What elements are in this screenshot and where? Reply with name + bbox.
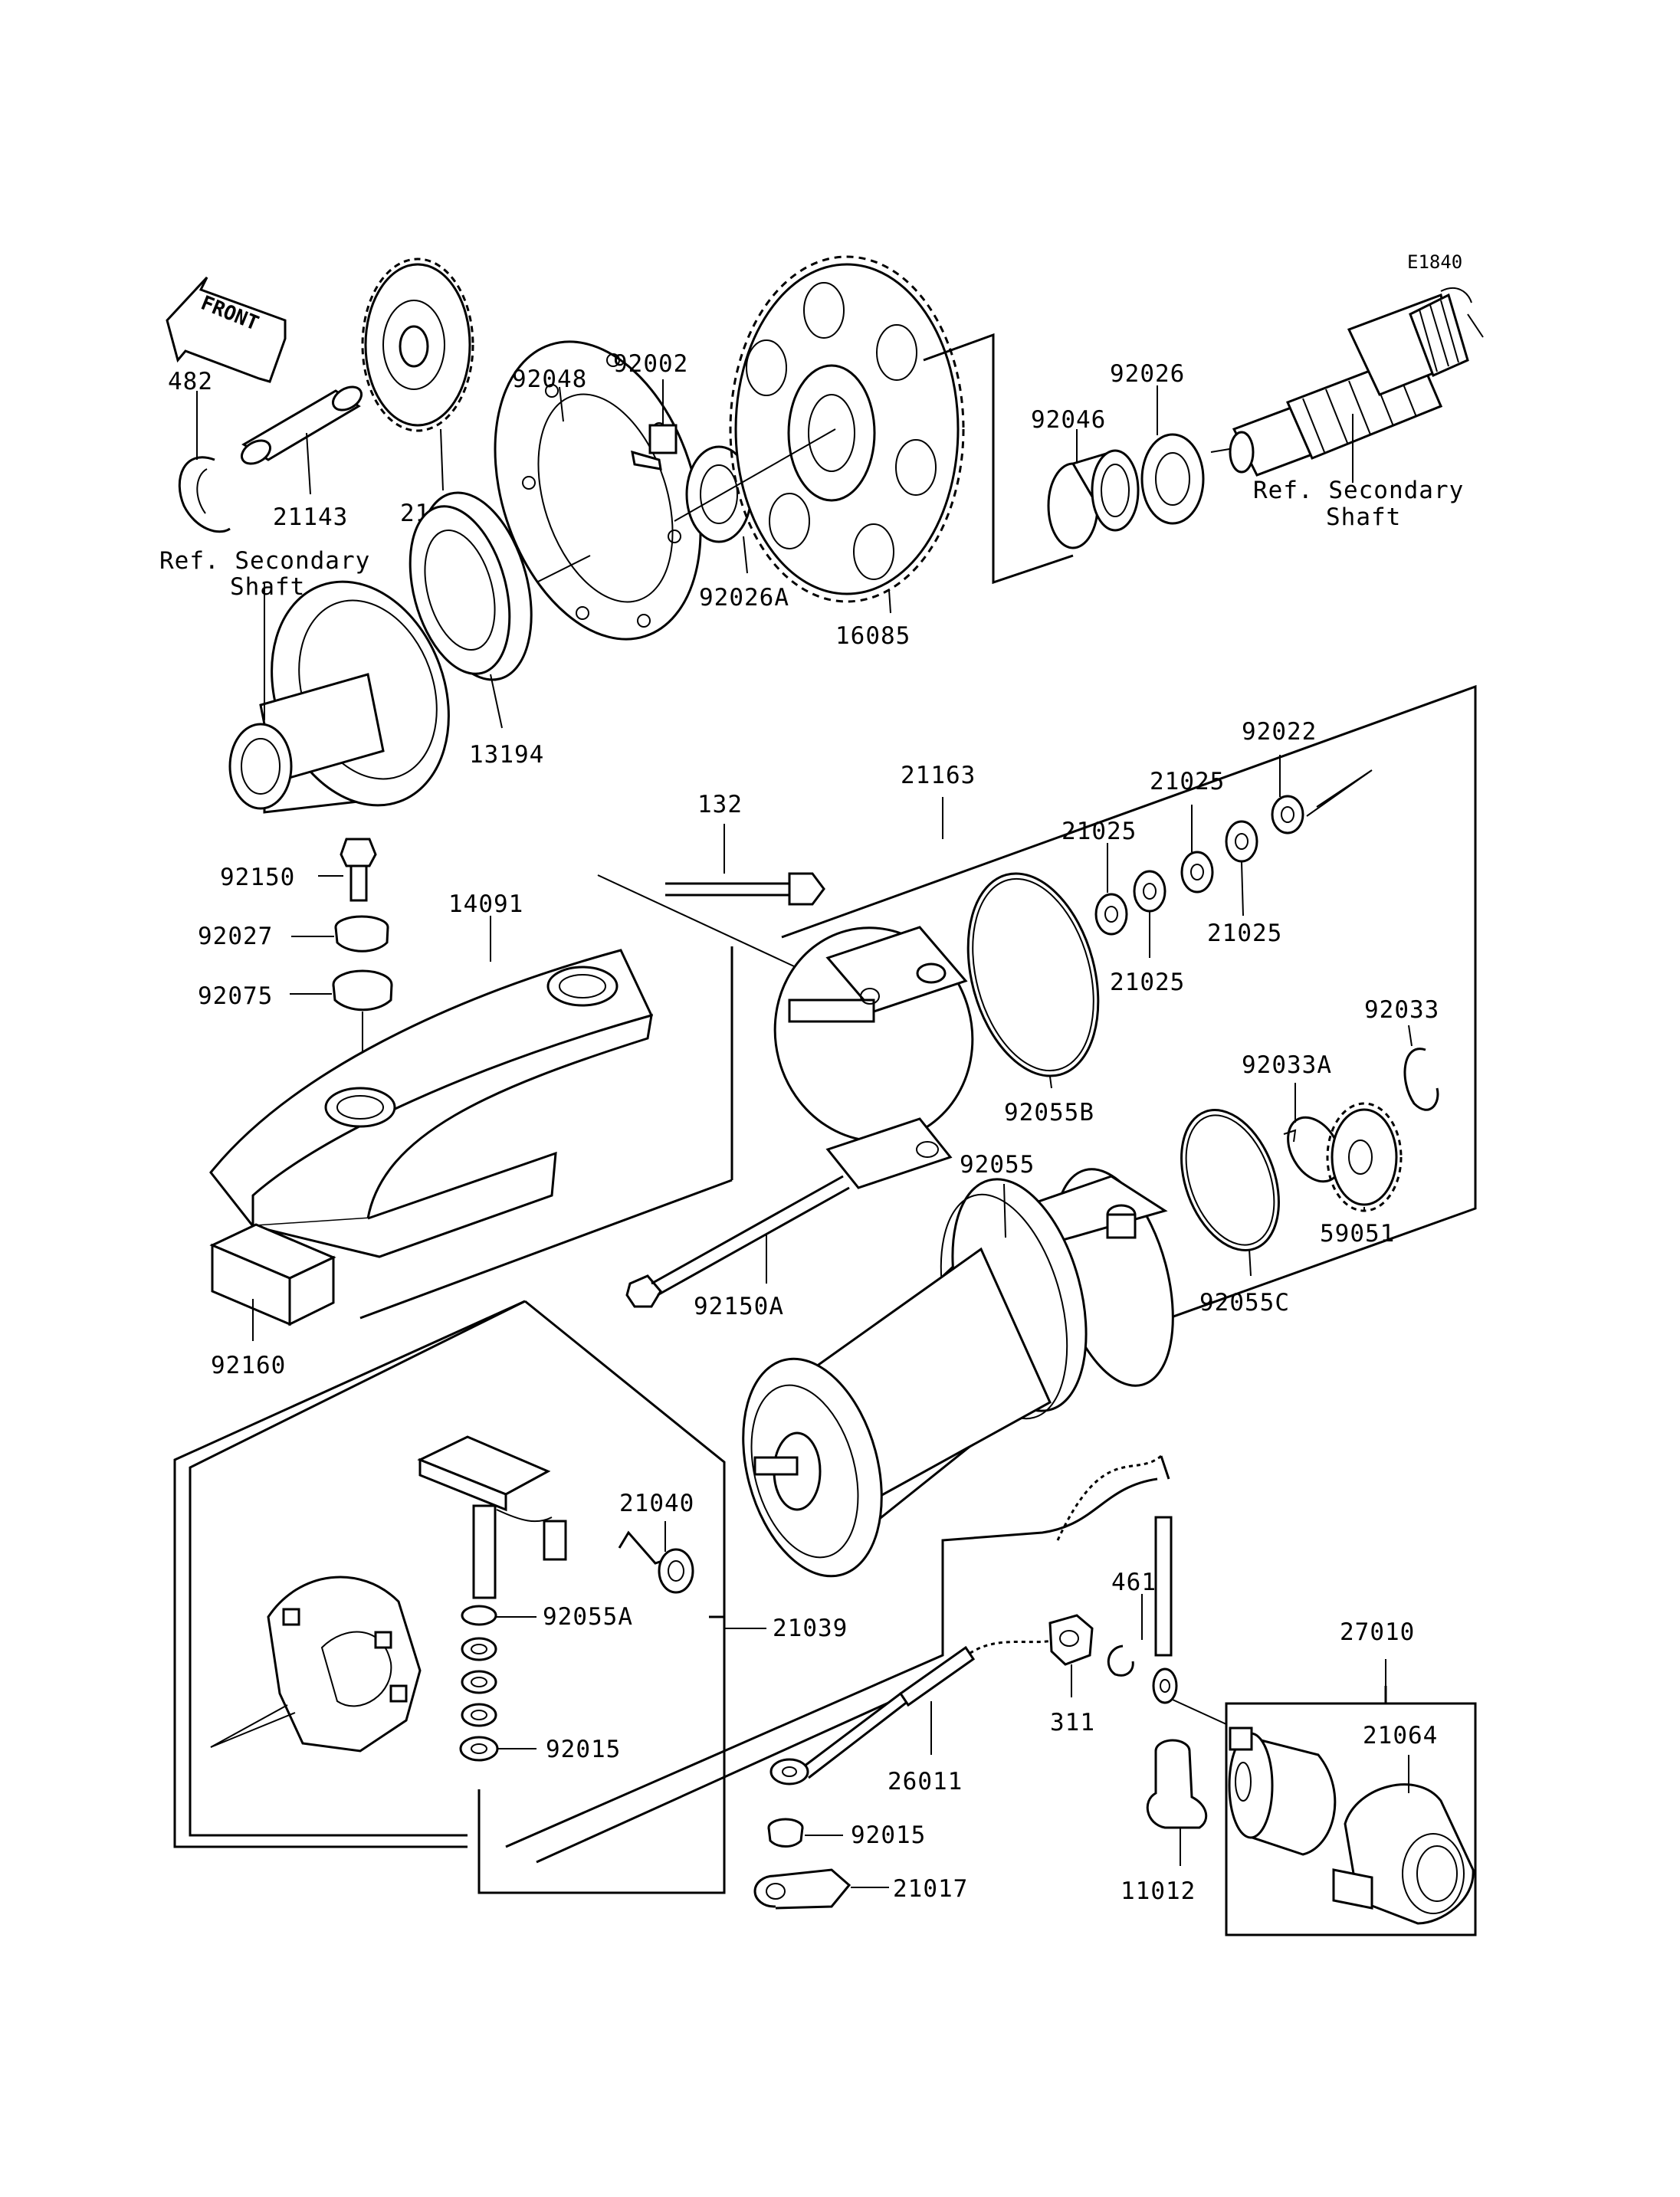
shaft-icon [241,385,363,495]
starter-cable-icon [769,1645,976,1785]
rubber-block-icon [209,1223,336,1341]
circlip-icon [178,391,231,533]
part-label-482: 482 [168,368,213,395]
part-label-92046: 92046 [1031,406,1106,434]
through-bolt-icon [625,1175,850,1308]
part-label-311: 311 [1050,1709,1095,1736]
part-label-14091: 14091 [448,890,523,918]
part-label-92160: 92160 [211,1352,286,1379]
ref-secondary-shaft-label-line2: Shaft [1326,503,1401,531]
part-label-21064: 21064 [1363,1722,1438,1749]
part-label-92033A: 92033A [1242,1051,1332,1079]
part-label-11012: 11012 [1121,1877,1196,1905]
part-label-21025-d: 21025 [1110,969,1185,996]
terminal-cable-icon [1141,1516,1178,1704]
relay-cover-icon [1332,1755,1475,1925]
part-label-13194: 13194 [469,741,544,769]
washer-92022-icon [1271,755,1373,835]
flange-nut-icon [767,1818,804,1848]
part-label-92150: 92150 [220,864,295,891]
part-label-92002: 92002 [613,350,688,378]
idler-gear-icon [361,257,474,491]
brush-holder-plate-icon [210,1576,422,1753]
needle-bearing-icon [1047,429,1140,549]
long-bolt-icon [665,824,825,906]
secondary-shaft-icon [1229,287,1484,483]
thrust-washer-icon [1140,385,1205,525]
small-bolt-icon [340,838,377,902]
part-label-16085: 16085 [835,622,911,650]
part-label-92055: 92055 [960,1151,1035,1179]
part-label-21040: 21040 [619,1490,694,1517]
brush-spring-icon [618,1521,694,1594]
circlip-92033-icon [1403,1025,1439,1111]
shim-washer-icon [1094,805,1258,958]
o-ring-icon [966,872,1100,1089]
washer-stack-icon [459,1605,499,1762]
part-label-21143: 21143 [273,503,348,531]
part-label-21163: 21163 [901,762,976,789]
part-label-461: 461 [1111,1569,1157,1596]
ref-secondary-shaft-left-line1: Ref. Secondary [159,547,370,575]
part-label-21025-c: 21025 [1207,920,1282,947]
ref-secondary-shaft-left-line2: Shaft [230,573,305,601]
front-arrow-icon: FRONT [166,276,287,383]
part-label-92022: 92022 [1242,718,1317,746]
part-label-92026: 92026 [1110,360,1185,388]
hex-nut-icon [1048,1614,1094,1697]
starter-clutch-gear-icon [729,255,965,614]
part-label-92055A: 92055A [543,1603,633,1631]
diagram-code: E1840 [1407,251,1462,273]
pinion-gear-icon [1326,1102,1403,1212]
starter-motor-icon [742,1168,1174,1578]
one-way-clutch-icon [409,491,533,729]
lock-washer-icon [1107,1644,1134,1677]
part-label-92033: 92033 [1364,996,1439,1024]
part-label-92150A: 92150A [694,1293,784,1320]
grommet-icon [334,915,389,953]
starter-cover-icon [209,916,654,1258]
part-label-92075: 92075 [198,982,273,1010]
part-label-59051: 59051 [1320,1220,1395,1248]
part-label-92055B: 92055B [1004,1099,1094,1126]
starter-end-cover-icon [773,926,974,1189]
part-label-92048: 92048 [512,366,587,393]
part-label-92015-b: 92015 [851,1822,926,1849]
part-label-92055C: 92055C [1199,1289,1290,1317]
bolt-icon [631,379,678,471]
terminal-boot-icon [753,1868,851,1910]
part-label-21025-a: 21025 [1150,768,1225,795]
part-label-21025-b: 21025 [1061,818,1137,845]
starter-relay-icon [1228,1726,1337,1856]
clutch-housing-icon [228,580,450,814]
part-label-27010: 27010 [1340,1618,1415,1646]
part-label-21017: 21017 [893,1875,968,1903]
clutch-plate-icon [494,340,702,641]
part-label-92015-a: 92015 [546,1736,621,1763]
ref-secondary-shaft-label-line1: Ref. Secondary [1253,477,1464,504]
bushing-icon [332,969,393,1088]
part-label-92026A: 92026A [699,584,789,612]
part-label-132: 132 [697,791,743,818]
brush-icon [417,1435,567,1599]
part-label-21039: 21039 [773,1615,848,1642]
rubber-cap-icon [1146,1739,1208,1866]
o-ring-92055C-icon [1180,1109,1280,1277]
part-label-92027: 92027 [198,923,273,950]
part-label-26011: 26011 [888,1768,963,1795]
